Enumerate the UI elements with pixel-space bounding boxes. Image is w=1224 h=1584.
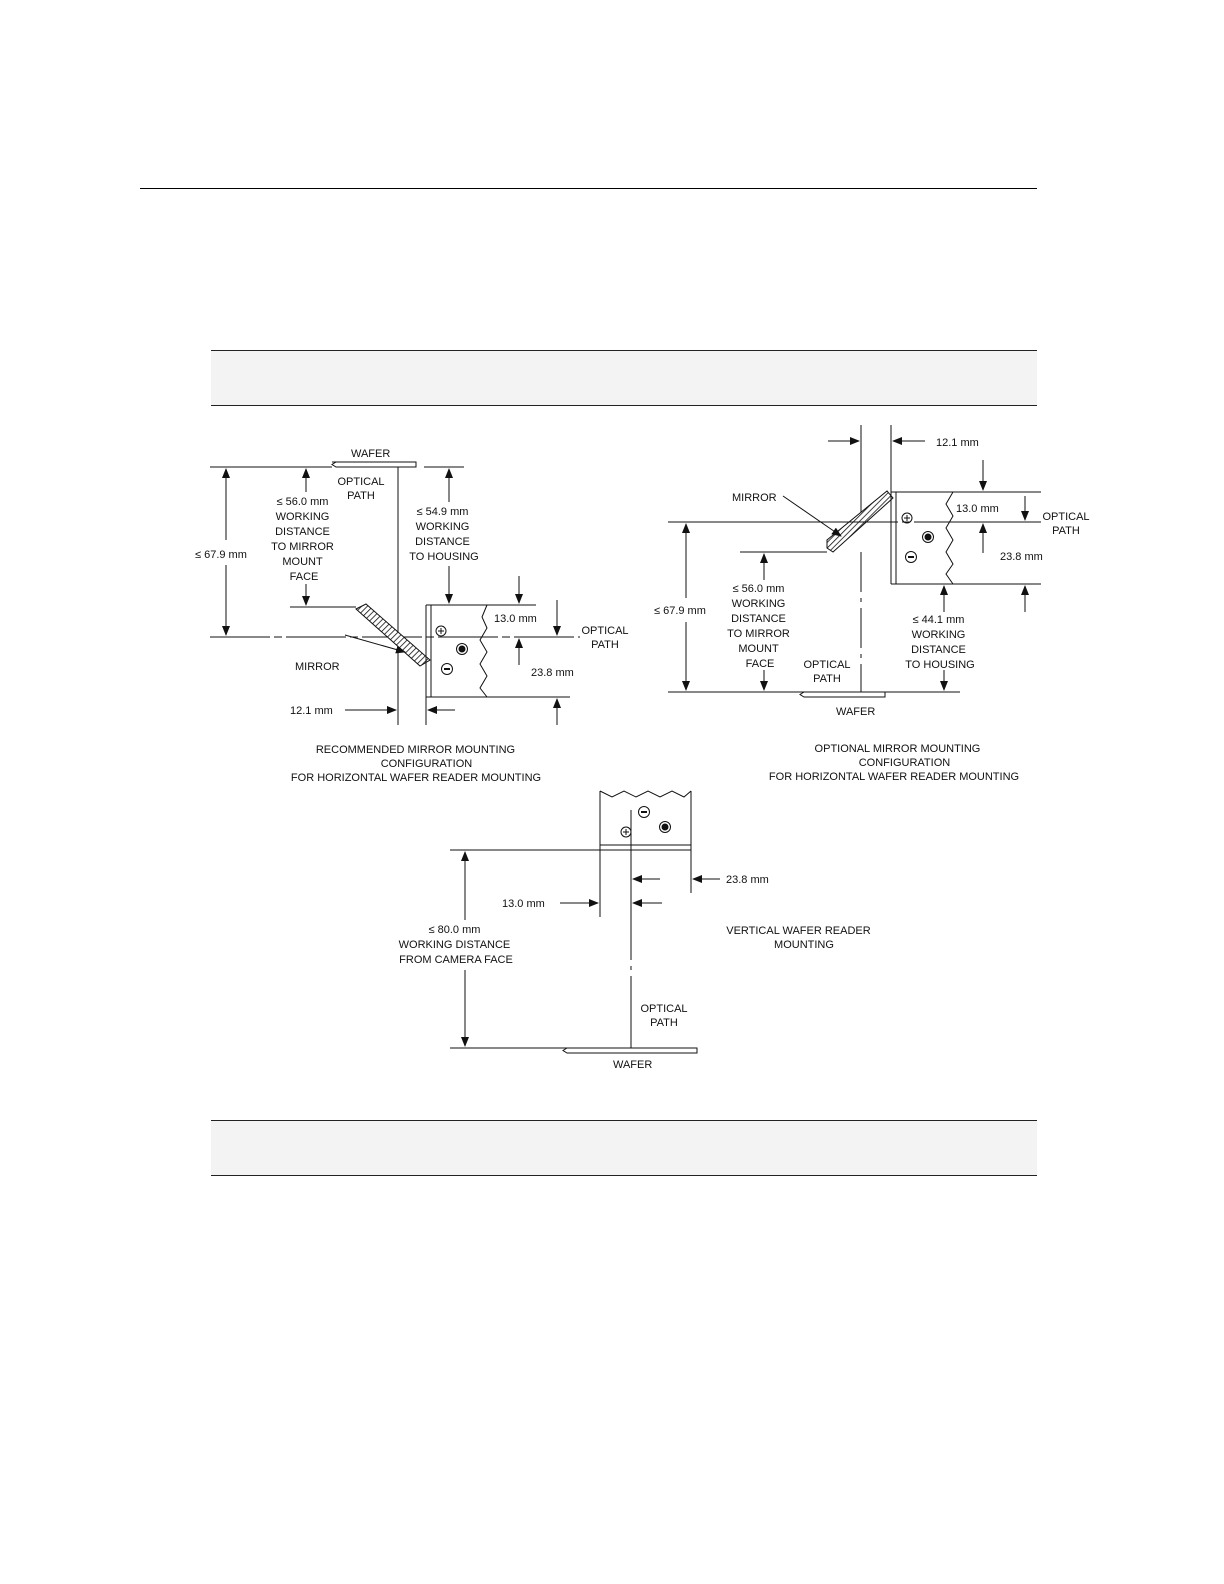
header-rule: [140, 188, 1037, 189]
right-housing: [890, 491, 953, 585]
right-wafer-label: WAFER: [836, 706, 875, 718]
right-dim-13: 13.0 mm: [956, 503, 999, 515]
right-mirror-label: MIRROR: [732, 492, 777, 504]
vertical-dim-23: 23.8 mm: [726, 874, 769, 886]
right-mirror-mount-dist: ≤ 56.0 mm WORKING DISTANCE TO MIRROR MOU…: [727, 583, 793, 670]
right-wafer-bar: [799, 691, 886, 698]
left-total-dist: ≤ 67.9 mm: [195, 549, 247, 561]
right-housing-dist: ≤ 44.1 mm WORKING DISTANCE TO HOUSING: [905, 614, 974, 671]
recommended-config: [210, 461, 580, 725]
left-wafer-bar: [331, 461, 417, 468]
left-dim-13: 13.0 mm: [494, 613, 537, 625]
left-mirror-label: MIRROR: [295, 661, 340, 673]
figure-bottom-band: [211, 1120, 1037, 1176]
vertical-caption: VERTICAL WAFER READER MOUNTING: [726, 925, 874, 951]
left-mirror: [355, 603, 431, 667]
left-housing-dist: ≤ 54.9 mm WORKING DISTANCE TO HOUSING: [409, 506, 478, 563]
left-mirror-mount-dist: ≤ 56.0 mm WORKING DISTANCE TO MIRROR MOU…: [271, 496, 337, 583]
vertical-config: [450, 790, 720, 1054]
vertical-dim-13: 13.0 mm: [502, 898, 545, 910]
left-wafer-label: WAFER: [351, 448, 390, 460]
left-caption: RECOMMENDED MIRROR MOUNTING CONFIGURATIO…: [291, 744, 541, 784]
optional-config: [668, 425, 1041, 698]
left-housing: [425, 604, 487, 698]
left-dim-12: 12.1 mm: [290, 705, 333, 717]
right-total-dist: ≤ 67.9 mm: [654, 605, 706, 617]
vertical-housing: [599, 791, 692, 851]
right-dim-23: 23.8 mm: [1000, 551, 1043, 563]
vertical-wafer-bar: [562, 1047, 698, 1054]
vertical-labels: 23.8 mm 13.0 mm ≤ 80.0 mm WORKING DISTAN…: [399, 874, 874, 1071]
right-caption: OPTIONAL MIRROR MOUNTING CONFIGURATION F…: [769, 743, 1019, 783]
right-dim-12: 12.1 mm: [936, 437, 979, 449]
left-dim-23: 23.8 mm: [531, 667, 574, 679]
vertical-wafer-label: WAFER: [613, 1059, 652, 1071]
figure-top-band: [211, 350, 1037, 406]
vertical-camera-dist: ≤ 80.0 mm WORKING DISTANCE FROM CAMERA F…: [399, 924, 514, 966]
